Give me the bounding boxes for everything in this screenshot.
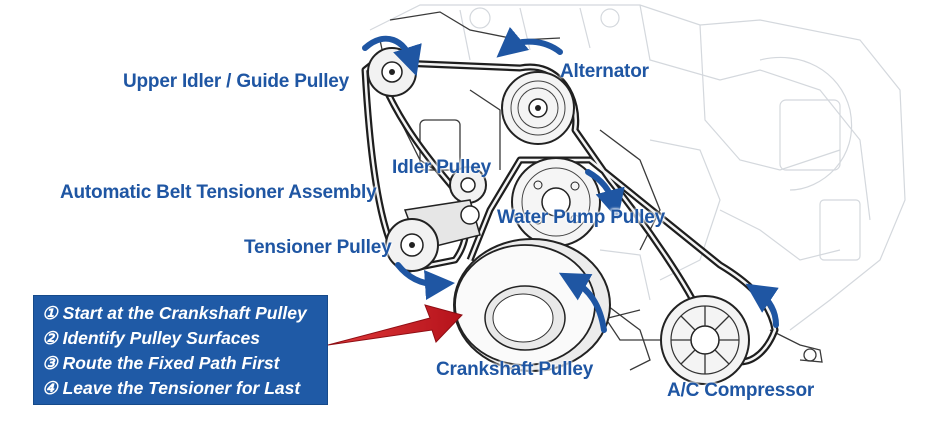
rotation-arrow-crankshaft	[558, 272, 607, 333]
rotation-arrow-ac	[745, 283, 779, 328]
label-idler-pulley: Idler Pulley	[392, 157, 491, 178]
step-item: ② Identify Pulley Surfaces	[42, 326, 319, 351]
rotation-arrow-upper-idler	[362, 35, 422, 77]
rotation-arrow-water-pump	[585, 169, 625, 220]
step-number: ②	[42, 328, 58, 348]
label-ac-compressor: A/C Compressor	[667, 380, 815, 401]
label-automatic-belt-tensioner-assembly: Automatic Belt Tensioner Assembly	[60, 182, 377, 203]
label-tensioner-pulley: Tensioner Pulley	[244, 237, 392, 258]
step-text: Start at the Crankshaft Pulley	[62, 303, 307, 323]
step-number: ③	[42, 353, 58, 373]
step-number: ①	[42, 303, 58, 323]
step-text: Route the Fixed Path First	[62, 353, 280, 373]
ac-compressor-pulley	[660, 295, 750, 385]
label-water-pump-pulley: Water Pump Pulley	[497, 207, 665, 228]
step-text: Identify Pulley Surfaces	[62, 328, 261, 348]
red-pointer-arrow	[327, 304, 463, 346]
rotation-arrow-tensioner	[395, 262, 455, 300]
label-crankshaft-pulley: Crankshaft Pulley	[436, 359, 594, 380]
engine-block-outline	[369, 4, 906, 331]
rotation-arrow-alternator	[496, 26, 563, 58]
alternator-pulley	[501, 71, 575, 145]
label-alternator: Alternator	[560, 61, 649, 82]
step-item: ④ Leave the Tensioner for Last	[42, 376, 319, 401]
step-item: ① Start at the Crankshaft Pulley	[42, 301, 319, 326]
step-text: Leave the Tensioner for Last	[62, 378, 301, 398]
idler-pulley	[449, 166, 487, 204]
step-item: ③ Route the Fixed Path First	[42, 351, 319, 376]
tensioner-pulley	[385, 218, 439, 272]
rotation-arrows	[362, 26, 779, 333]
label-upper-idler-guide-pulley: Upper Idler / Guide Pulley	[123, 71, 350, 92]
steps-panel: ① Start at the Crankshaft Pulley ② Ident…	[33, 295, 328, 405]
step-number: ④	[42, 378, 58, 398]
crankshaft-pulley	[453, 238, 611, 372]
